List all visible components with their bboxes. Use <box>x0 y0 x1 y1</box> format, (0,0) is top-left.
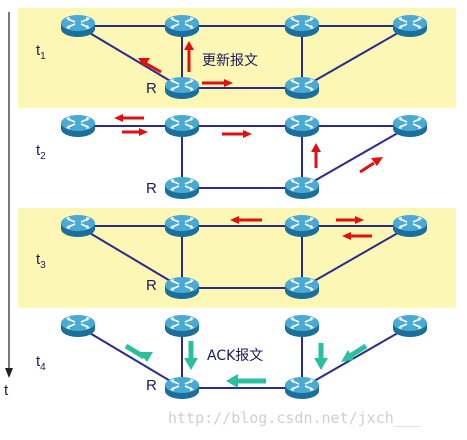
router <box>392 214 428 238</box>
router-r-label: R <box>146 80 157 97</box>
teal-ack-arrow <box>184 341 198 370</box>
router <box>392 14 428 38</box>
router <box>164 14 200 38</box>
router-r <box>164 276 200 300</box>
router <box>164 314 200 338</box>
red-arrow <box>222 130 252 138</box>
red-arrow <box>202 79 233 87</box>
red-arrow <box>230 216 262 224</box>
panel-4-time-label: t4 <box>36 353 46 373</box>
router <box>60 114 96 138</box>
router <box>284 314 320 338</box>
panel-2-time-label: t2 <box>36 142 46 162</box>
router <box>284 214 320 238</box>
router <box>60 214 96 238</box>
router <box>60 14 96 38</box>
router-r-label: R <box>146 377 157 394</box>
teal-ack-arrow <box>226 374 266 388</box>
update-message-label: 更新报文 <box>202 53 258 69</box>
router <box>284 76 320 100</box>
watermark: http://blog.csdn.net/jxch___ <box>168 409 422 427</box>
panel-1-time-label: t1 <box>36 42 46 62</box>
router <box>284 176 320 200</box>
red-arrow <box>114 114 144 122</box>
teal-ack-arrow <box>314 343 328 370</box>
router-r <box>164 376 200 400</box>
router-r <box>164 176 200 200</box>
red-arrow <box>184 41 194 72</box>
red-arrow <box>122 128 148 136</box>
router <box>284 276 320 300</box>
red-arrow <box>336 216 364 224</box>
router <box>284 376 320 400</box>
red-arrow <box>359 157 383 174</box>
router-r <box>164 76 200 100</box>
router <box>60 314 96 338</box>
router <box>164 214 200 238</box>
router <box>392 314 428 338</box>
panel-2: t2 R <box>36 114 428 200</box>
router <box>392 114 428 138</box>
router <box>284 14 320 38</box>
ack-message-label: ACK报文 <box>207 348 263 364</box>
router <box>164 114 200 138</box>
panel-3: t3 R <box>36 214 428 300</box>
red-arrow <box>138 58 162 74</box>
teal-ack-arrow <box>124 343 153 362</box>
router-r-label: R <box>146 180 157 197</box>
router <box>284 114 320 138</box>
panel-3-time-label: t3 <box>36 251 46 271</box>
time-axis-label: t <box>4 382 9 399</box>
red-arrow <box>311 143 321 168</box>
panel-4: t4 R ACK报文 <box>36 314 428 400</box>
red-arrow <box>342 232 372 240</box>
panel-1: t1 R 更新报文 <box>36 14 428 100</box>
time-axis-arrowhead <box>5 368 13 378</box>
router-r-label: R <box>146 277 157 294</box>
teal-ack-arrow <box>341 343 368 362</box>
